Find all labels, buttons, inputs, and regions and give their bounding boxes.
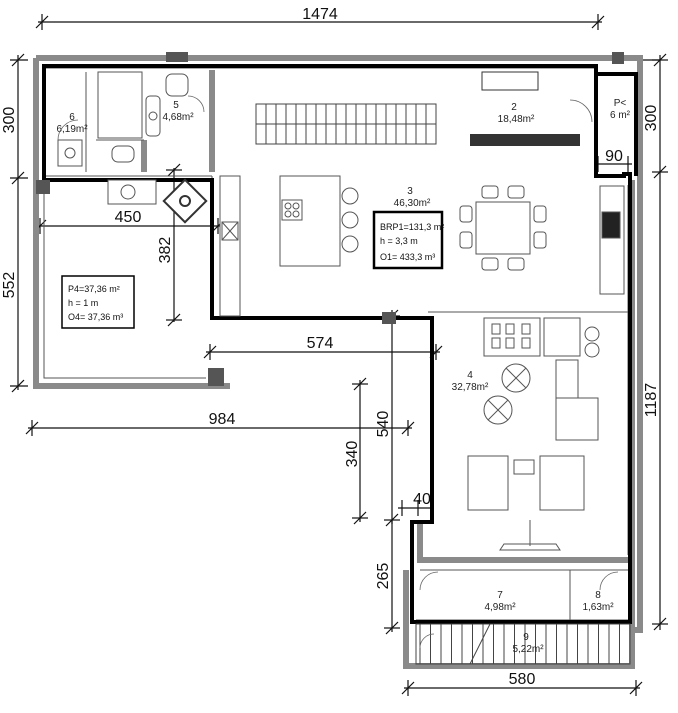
stairs-upper: [255, 103, 437, 145]
room-8-area: 1,63m²: [582, 602, 614, 613]
room-9-number: 9: [523, 632, 529, 643]
dim-382-label: 382: [157, 237, 174, 264]
info-box-terrace: P4=37,36 m² h = 1 m O4= 37,36 m³: [61, 275, 135, 329]
wall-cabinet: [599, 185, 625, 295]
room-8-number: 8: [595, 590, 601, 601]
balcony-rail: [470, 134, 580, 146]
dim-340-label: 340: [344, 441, 361, 468]
dim-40-label: 40: [413, 491, 431, 508]
outer-walls: [33, 55, 643, 669]
info-main-line2: h = 3,3 m: [380, 236, 418, 246]
top-window: [481, 71, 539, 91]
dim-540-label: 540: [375, 411, 392, 438]
door-swings: [57, 95, 619, 649]
room-4-number: 4: [467, 370, 473, 381]
dim-574-label: 574: [307, 335, 334, 352]
kitchen-island: [279, 175, 359, 267]
columns: [36, 52, 624, 386]
room-7-area: 4,98m²: [484, 602, 516, 613]
dim-450-label: 450: [115, 209, 142, 226]
dim-580-label: 580: [509, 671, 536, 688]
dim-right-upper-label: 300: [643, 105, 660, 132]
dim-90-label: 90: [605, 148, 623, 165]
room-3-area: 46,30m²: [394, 198, 431, 209]
room-5-area: 4,68m²: [162, 112, 194, 123]
room-6-area: 6,19m²: [56, 124, 88, 135]
balcony-area: 6 m²: [610, 110, 631, 121]
info-terrace-line3: O4= 37,36 m³: [68, 312, 123, 322]
info-terrace-line1: P4=37,36 m²: [68, 284, 120, 294]
dim-left-lower-label: 552: [1, 272, 18, 299]
balcony-label: P<: [614, 98, 627, 109]
stairs-lower: [415, 623, 631, 665]
bedroom-furniture: [467, 317, 600, 551]
room-4-area: 32,78m²: [452, 382, 489, 393]
dim-265-label: 265: [375, 563, 392, 590]
zone-outlines: [42, 64, 638, 624]
dimension-lines: [10, 14, 668, 696]
terrace-fixture: [162, 178, 208, 224]
room-6-number: 6: [69, 112, 75, 123]
room-5-number: 5: [173, 100, 179, 111]
info-main-line1: BRP1=131,3 m²: [380, 222, 444, 232]
room-9-area: 5,22m²: [512, 644, 544, 655]
info-terrace-line2: h = 1 m: [68, 298, 98, 308]
room-2-number: 2: [511, 102, 517, 113]
room-2-area: 18,48m²: [498, 114, 535, 125]
dining-table: [459, 185, 547, 271]
dim-984-label: 984: [209, 411, 236, 428]
room-7-number: 7: [497, 590, 503, 601]
room-3-number: 3: [407, 186, 413, 197]
dim-left-upper-label: 300: [1, 107, 18, 134]
kitchen-counter: [219, 175, 241, 317]
dim-top-label: 1474: [302, 6, 338, 23]
bathroom-fixtures: [57, 71, 189, 205]
dim-right-lower-label: 1187: [643, 383, 660, 418]
info-main-line3: O1= 433,3 m³: [380, 252, 435, 262]
info-box-main: BRP1=131,3 m² h = 3,3 m O1= 433,3 m³: [372, 210, 444, 270]
